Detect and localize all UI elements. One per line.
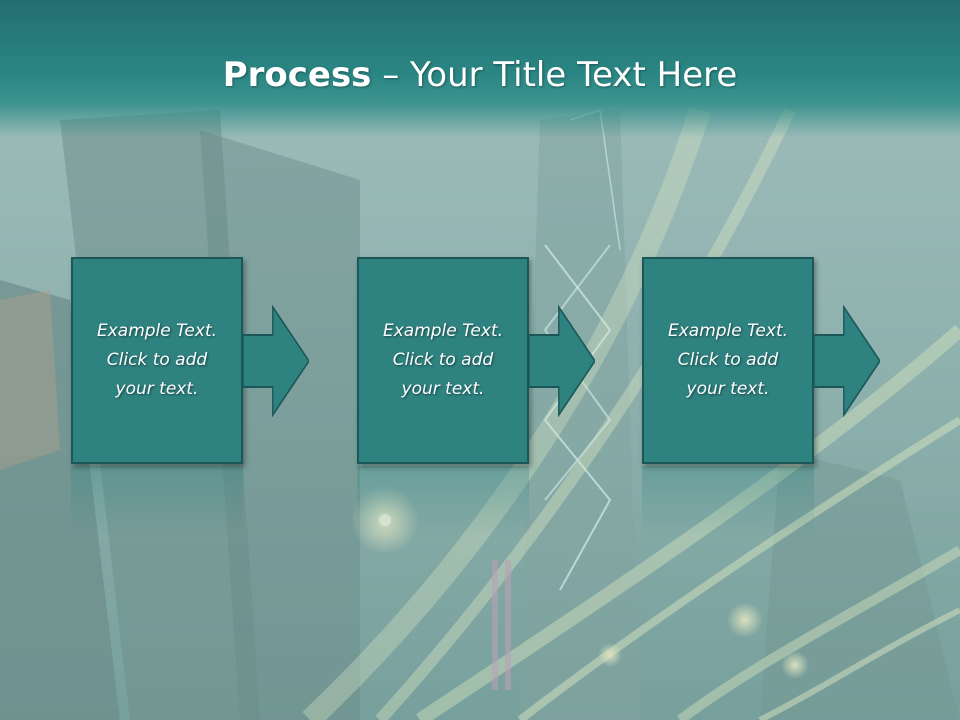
step-1-box[interactable]: Example Text. Click to add your text. [71,257,243,464]
title-rest: – Your Title Text Here [371,55,738,95]
step-3-line-1: Example Text. [667,321,789,341]
step-1-arrow-icon [243,305,309,417]
step-3-arrow-icon [814,305,880,417]
step-1-line-2: Click to add [106,350,208,370]
step-2-reflection [357,466,529,536]
step-2-line-3: your text. [401,379,485,399]
step-3-box[interactable]: Example Text. Click to add your text. [642,257,814,464]
slide-title[interactable]: Process – Your Title Text Here [0,52,960,98]
step-2-line-1: Example Text. [382,321,504,341]
title-strong: Process [222,55,372,95]
step-2-line-2: Click to add [392,350,494,370]
step-1-line-3: your text. [115,379,199,399]
step-2-arrow-icon [529,305,595,417]
step-3-line-3: your text. [686,379,770,399]
step-1-line-1: Example Text. [96,321,218,341]
step-2-box[interactable]: Example Text. Click to add your text. [357,257,529,464]
step-1-reflection [71,466,243,536]
title-bar [0,0,960,138]
step-3-reflection [642,466,814,536]
step-2-text[interactable]: Example Text. Click to add your text. [383,317,503,404]
step-3-line-2: Click to add [677,350,779,370]
step-1-text[interactable]: Example Text. Click to add your text. [97,317,217,404]
step-3-text[interactable]: Example Text. Click to add your text. [668,317,788,404]
